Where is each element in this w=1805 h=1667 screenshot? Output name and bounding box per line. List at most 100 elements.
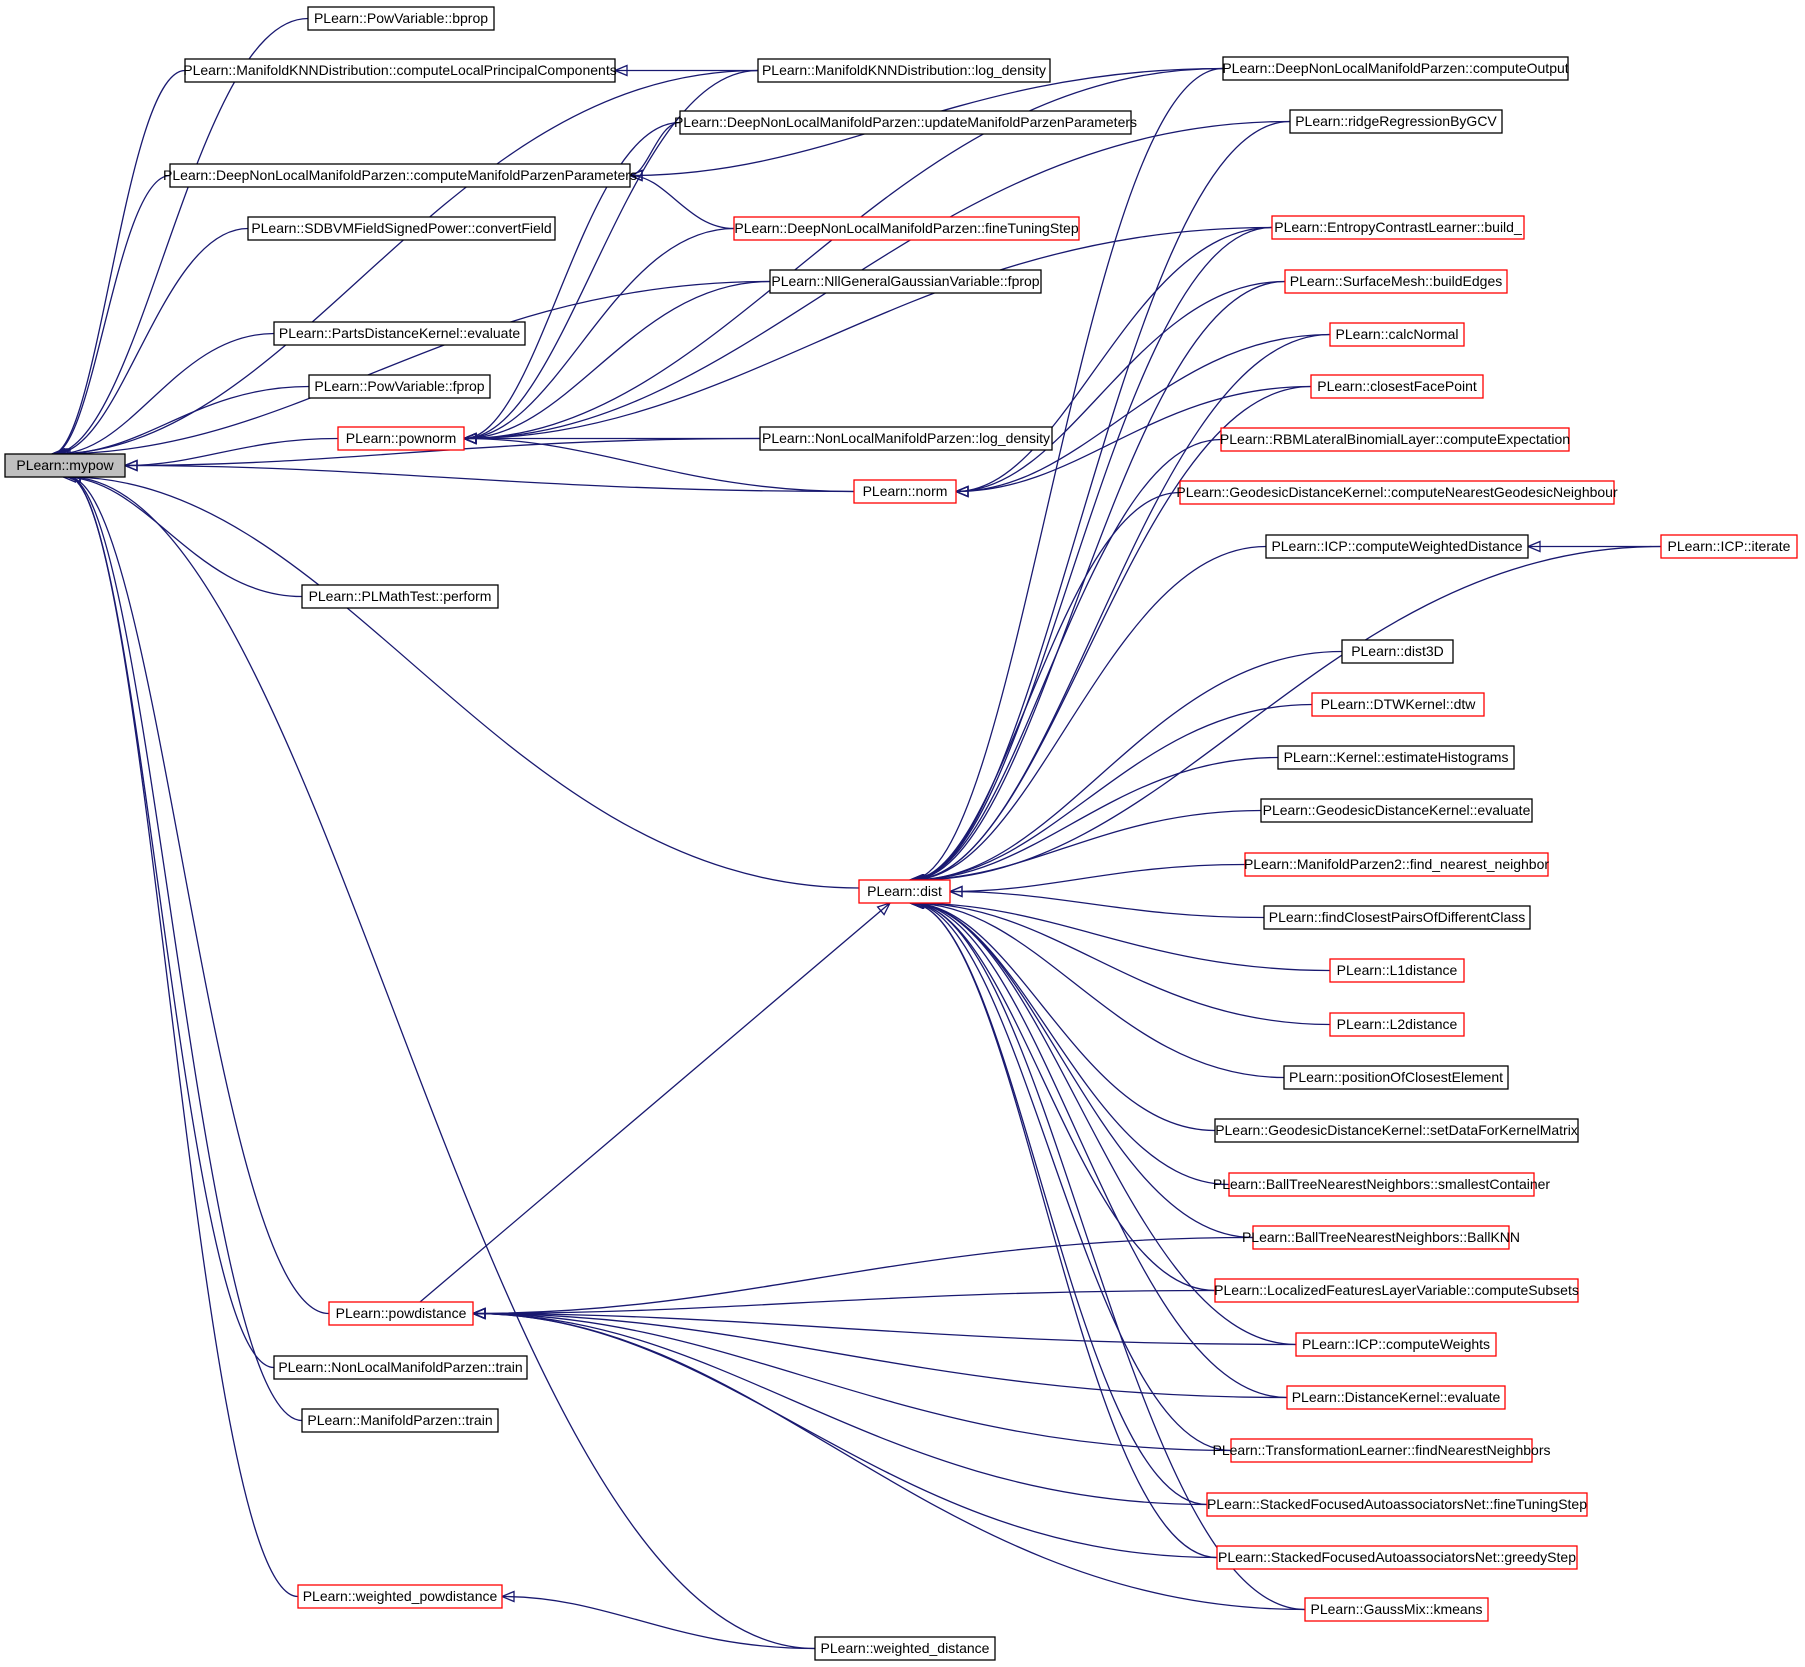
edge-line — [463, 226, 1273, 440]
node-label: PLearn::ManifoldKNNDistribution::log_den… — [762, 62, 1046, 78]
node-dk-eval[interactable]: PLearn::DistanceKernel::evaluate — [1286, 1385, 1506, 1410]
node-gdk-sdfkm[interactable]: PLearn::GeodesicDistanceKernel::setDataF… — [1214, 1118, 1579, 1143]
node-label: PLearn::NonLocalManifoldParzen::train — [278, 1359, 522, 1375]
node-kern-eh[interactable]: PLearn::Kernel::estimateHistograms — [1277, 745, 1515, 770]
edge-sm-be-to-dist — [909, 280, 1286, 886]
node-dist[interactable]: PLearn::dist — [858, 879, 951, 904]
edge-wpowdist-to-mypow — [66, 471, 299, 1598]
node-label: PLearn::ManifoldParzen::train — [307, 1412, 492, 1428]
node-label: PLearn::L2distance — [1337, 1016, 1458, 1032]
edge-line — [910, 809, 1262, 881]
node-btnn-sc[interactable]: PLearn::BallTreeNearestNeighbors::smalle… — [1213, 1172, 1551, 1197]
node-box — [1311, 692, 1485, 717]
edge-line — [911, 902, 1297, 1346]
node-nllggv-fprop[interactable]: PLearn::NllGeneralGaussianVariable::fpro… — [769, 269, 1042, 294]
node-dnlmp-fts[interactable]: PLearn::DeepNonLocalManifoldParzen::fine… — [733, 216, 1080, 241]
node-pv-fprop[interactable]: PLearn::PowVariable::fprop — [308, 374, 491, 399]
node-fcpodc[interactable]: PLearn::findClosestPairsOfDifferentClass — [1263, 905, 1531, 930]
node-box — [1295, 1332, 1497, 1357]
node-icp-iter[interactable]: PLearn::ICP::iterate — [1660, 534, 1798, 559]
node-box — [814, 1636, 996, 1661]
edge-line — [501, 1595, 816, 1650]
edge-powdistance-to-mypow — [66, 471, 330, 1315]
edge-line — [910, 902, 1218, 1559]
node-box — [1329, 322, 1465, 347]
node-nlmp-ld[interactable]: PLearn::NonLocalManifoldParzen::log_dens… — [759, 426, 1053, 451]
node-ecl-build[interactable]: PLearn::EntropyContrastLearner::build_ — [1271, 215, 1525, 240]
node-sdbvm-cf[interactable]: PLearn::SDBVMFieldSignedPower::convertFi… — [247, 216, 556, 241]
edge-arrowhead — [613, 64, 628, 77]
edge-line — [949, 890, 1265, 919]
edge-sfan-gs-to-dist — [908, 897, 1218, 1559]
node-box — [1214, 1118, 1579, 1143]
node-mp-train[interactable]: PLearn::ManifoldParzen::train — [301, 1408, 499, 1433]
node-poce[interactable]: PLearn::positionOfClosestElement — [1283, 1065, 1509, 1090]
node-mp2-fnn[interactable]: PLearn::ManifoldParzen2::find_nearest_ne… — [1244, 852, 1549, 877]
edge-line — [67, 476, 299, 1598]
node-dnlmp-co[interactable]: PLearn::DeepNonLocalManifoldParzen::comp… — [1222, 56, 1569, 81]
node-powdistance[interactable]: PLearn::powdistance — [328, 1301, 474, 1326]
edge-wdist-to-mypow — [66, 471, 816, 1650]
node-nlmp-train[interactable]: PLearn::NonLocalManifoldParzen::train — [273, 1355, 528, 1380]
edge-line — [55, 280, 771, 455]
edge-line — [67, 476, 860, 889]
edge-line — [911, 333, 1331, 881]
node-box — [1329, 958, 1465, 983]
node-wpowdist[interactable]: PLearn::weighted_powdistance — [297, 1584, 503, 1609]
node-sfan-gs[interactable]: PLearn::StackedFocusedAutoassociatorsNet… — [1216, 1545, 1578, 1570]
node-box — [1304, 1597, 1489, 1622]
edge-layer — [50, 17, 1662, 1650]
node-box — [1284, 269, 1508, 294]
node-mknn-ld[interactable]: PLearn::ManifoldKNNDistribution::log_den… — [757, 58, 1051, 83]
edge-arrowhead — [876, 901, 892, 916]
node-mypow[interactable]: PLearn::mypow — [4, 453, 126, 478]
node-pv-bprop[interactable]: PLearn::PowVariable::bprop — [307, 6, 495, 31]
node-label: PLearn::GeodesicDistanceKernel::computeN… — [1176, 484, 1618, 500]
node-label: PLearn::SDBVMFieldSignedPower::convertFi… — [251, 220, 551, 236]
edge-line — [955, 226, 1273, 493]
edge-line — [955, 333, 1331, 493]
node-dnlmp-umpp[interactable]: PLearn::DeepNonLocalManifoldParzen::upda… — [674, 110, 1137, 135]
node-l1dist[interactable]: PLearn::L1distance — [1329, 958, 1465, 983]
edge-line — [56, 332, 275, 455]
node-sfan-fts[interactable]: PLearn::StackedFocusedAutoassociatorsNet… — [1206, 1492, 1588, 1517]
node-cfp[interactable]: PLearn::closestFacePoint — [1310, 374, 1484, 399]
node-lflv-cs[interactable]: PLearn::LocalizedFeaturesLayerVariable::… — [1214, 1278, 1579, 1303]
node-plmt-perform[interactable]: PLearn::PLMathTest::perform — [301, 584, 499, 609]
node-label: PLearn::calcNormal — [1336, 326, 1459, 342]
node-mknn-clpc[interactable]: PLearn::ManifoldKNNDistribution::compute… — [183, 58, 617, 83]
node-rrgcv[interactable]: PLearn::ridgeRegressionByGCV — [1289, 109, 1503, 134]
node-calcnormal[interactable]: PLearn::calcNormal — [1329, 322, 1465, 347]
node-gdk-cngn[interactable]: PLearn::GeodesicDistanceKernel::computeN… — [1176, 480, 1618, 505]
node-dtw[interactable]: PLearn::DTWKernel::dtw — [1311, 692, 1485, 717]
node-icp-cw[interactable]: PLearn::ICP::computeWeights — [1295, 1332, 1497, 1357]
node-box — [337, 426, 465, 451]
edge-sfan-fts-to-dist — [908, 897, 1208, 1506]
node-dnlmp-cmpp[interactable]: PLearn::DeepNonLocalManifoldParzen::comp… — [163, 163, 637, 188]
edge-arrowhead — [1526, 540, 1541, 553]
node-norm[interactable]: PLearn::norm — [853, 479, 957, 504]
node-pdk-eval[interactable]: PLearn::PartsDistanceKernel::evaluate — [273, 321, 526, 346]
node-l2dist[interactable]: PLearn::L2distance — [1329, 1012, 1465, 1037]
node-rbm-ce[interactable]: PLearn::RBMLateralBinomialLayer::compute… — [1220, 427, 1570, 452]
node-box — [769, 269, 1042, 294]
node-gm-kmeans[interactable]: PLearn::GaussMix::kmeans — [1304, 1597, 1489, 1622]
node-tl-fnn[interactable]: PLearn::TransformationLearner::findNeare… — [1213, 1438, 1551, 1463]
edge-icp-iter-to-dist — [914, 545, 1662, 886]
node-pownorm[interactable]: PLearn::pownorm — [337, 426, 465, 451]
edge-line — [463, 227, 735, 440]
node-sm-be[interactable]: PLearn::SurfaceMesh::buildEdges — [1284, 269, 1508, 294]
node-btnn-bknn[interactable]: PLearn::BallTreeNearestNeighbors::BallKN… — [1242, 1225, 1520, 1250]
node-label: PLearn::ICP::computeWeights — [1302, 1336, 1490, 1352]
node-gdk-eval[interactable]: PLearn::GeodesicDistanceKernel::evaluate — [1260, 798, 1533, 823]
node-icp-cwd[interactable]: PLearn::ICP::computeWeightedDistance — [1265, 534, 1529, 559]
edge-line — [911, 280, 1286, 881]
node-dist3d[interactable]: PLearn::dist3D — [1341, 639, 1454, 664]
edge-line — [910, 226, 1273, 881]
node-wdist[interactable]: PLearn::weighted_distance — [814, 1636, 996, 1661]
node-box — [1341, 639, 1454, 664]
node-box — [759, 426, 1053, 451]
node-label: PLearn::LocalizedFeaturesLayerVariable::… — [1214, 1282, 1579, 1298]
node-label: PLearn::Kernel::estimateHistograms — [1284, 749, 1509, 765]
edge-line — [910, 902, 1208, 1506]
